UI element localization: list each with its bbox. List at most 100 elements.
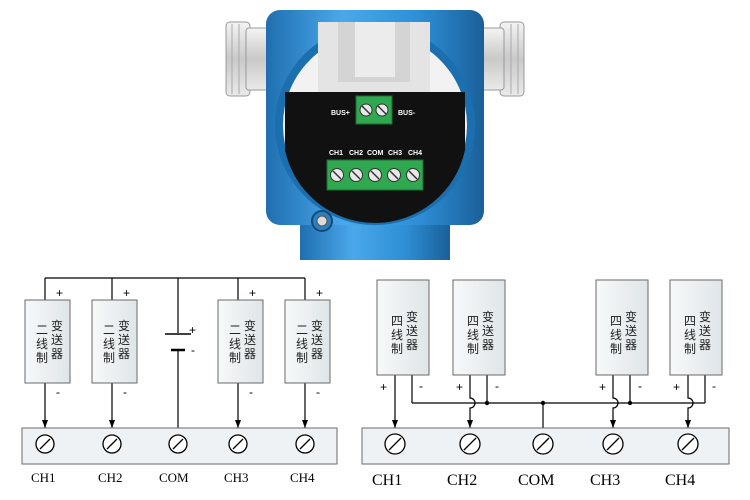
left-ch3-label: CH3 xyxy=(224,470,249,485)
svg-text:送: 送 xyxy=(625,323,637,338)
device-ch3-label: CH3 xyxy=(388,150,402,157)
svg-text:二: 二 xyxy=(103,323,115,337)
left-ch4-label: CH4 xyxy=(290,470,315,485)
svg-text:送: 送 xyxy=(51,332,63,347)
svg-text:器: 器 xyxy=(699,338,711,352)
svg-text:二: 二 xyxy=(36,323,48,337)
svg-text:器: 器 xyxy=(118,347,130,361)
svg-text:-: - xyxy=(712,379,716,393)
right-ch2-label: CH2 xyxy=(447,472,477,489)
svg-text:制: 制 xyxy=(229,351,241,365)
right-polarity-signs: + - + - + - + - xyxy=(380,379,716,394)
right-wire-arrows xyxy=(392,420,691,428)
svg-text:变: 变 xyxy=(311,318,323,333)
left-box-labels: 二 线 制 变 送 器 二 线 制 变 送 器 二 线 制 变 送 器 二 线 … xyxy=(36,318,323,365)
svg-text:制: 制 xyxy=(296,351,308,365)
two-wire-transmitter-2 xyxy=(91,299,138,384)
svg-text:器: 器 xyxy=(244,347,256,361)
battery-minus-sign: - xyxy=(191,343,195,357)
four-wire-transmitter-3 xyxy=(595,279,649,376)
left-terminal-labels: CH1 CH2 COM CH3 CH4 xyxy=(31,470,315,485)
device-com-label: COM xyxy=(367,150,384,157)
four-wire-transmitter-4 xyxy=(669,279,723,376)
svg-text:送: 送 xyxy=(699,323,711,338)
svg-text:变: 变 xyxy=(625,309,637,324)
svg-text:二: 二 xyxy=(229,323,241,337)
four-wire-transmitter-1 xyxy=(376,279,430,376)
svg-text:器: 器 xyxy=(625,338,637,352)
left-terminal-screws xyxy=(35,434,315,454)
svg-text:变: 变 xyxy=(51,318,63,333)
svg-text:+: + xyxy=(249,286,256,300)
svg-text:变: 变 xyxy=(118,318,130,333)
svg-text:送: 送 xyxy=(244,332,256,347)
svg-text:线: 线 xyxy=(36,337,48,351)
right-transmitter-boxes xyxy=(376,279,723,376)
svg-text:送: 送 xyxy=(311,332,323,347)
svg-text:器: 器 xyxy=(51,347,63,361)
svg-text:-: - xyxy=(249,385,253,399)
left-ch1-label: CH1 xyxy=(31,470,56,485)
svg-text:制: 制 xyxy=(467,342,479,356)
svg-text:+: + xyxy=(380,380,387,394)
left-com-label: COM xyxy=(159,470,189,485)
bus-plus-label: BUS+ xyxy=(331,110,350,117)
svg-text:+: + xyxy=(673,380,680,394)
four-wire-transmitter-2 xyxy=(452,279,506,376)
svg-text:线: 线 xyxy=(684,328,696,342)
svg-text:送: 送 xyxy=(482,323,494,338)
right-cable-gland xyxy=(477,21,525,97)
svg-text:线: 线 xyxy=(296,337,308,351)
two-wire-transmitter-3 xyxy=(217,299,264,384)
right-ch3-label: CH3 xyxy=(590,472,620,489)
svg-text:制: 制 xyxy=(610,342,622,356)
four-wire-diagram xyxy=(394,375,706,430)
svg-text:制: 制 xyxy=(103,351,115,365)
svg-text:-: - xyxy=(419,379,423,393)
transmitter-housing-illustration: BUS+ BUS- CH1 CH2 COM CH3 CH4 xyxy=(225,10,525,260)
left-transmitter-boxes xyxy=(24,299,331,384)
svg-text:四: 四 xyxy=(610,314,622,328)
svg-text:变: 变 xyxy=(482,309,494,324)
two-wire-transmitter-4 xyxy=(284,299,331,384)
svg-text:+: + xyxy=(456,380,463,394)
svg-text:变: 变 xyxy=(406,309,418,324)
svg-text:器: 器 xyxy=(406,338,418,352)
device-ch2-label: CH2 xyxy=(349,150,363,157)
svg-text:器: 器 xyxy=(311,347,323,361)
svg-text:四: 四 xyxy=(684,314,696,328)
svg-text:+: + xyxy=(599,380,606,394)
right-terminal-labels: CH1 CH2 COM CH3 CH4 xyxy=(372,472,695,489)
left-ch2-label: CH2 xyxy=(98,470,123,485)
svg-text:二: 二 xyxy=(296,323,308,337)
left-cable-gland xyxy=(225,21,273,97)
svg-text:制: 制 xyxy=(36,351,48,365)
svg-text:变: 变 xyxy=(244,318,256,333)
two-wire-transmitter-1 xyxy=(24,299,71,384)
svg-text:线: 线 xyxy=(103,337,115,351)
svg-text:-: - xyxy=(495,379,499,393)
device-channel-screws xyxy=(330,168,420,182)
svg-text:送: 送 xyxy=(406,323,418,338)
svg-text:四: 四 xyxy=(467,314,479,328)
svg-text:-: - xyxy=(56,385,60,399)
svg-text:变: 变 xyxy=(699,309,711,324)
two-wire-diagram xyxy=(44,277,306,430)
svg-text:线: 线 xyxy=(467,328,479,342)
right-ch4-label: CH4 xyxy=(665,472,695,489)
svg-text:+: + xyxy=(316,286,323,300)
left-wire-arrows xyxy=(42,420,308,428)
device-ch1-label: CH1 xyxy=(329,150,343,157)
svg-text:-: - xyxy=(123,385,127,399)
svg-text:制: 制 xyxy=(391,342,403,356)
svg-text:线: 线 xyxy=(610,328,622,342)
svg-text:器: 器 xyxy=(482,338,494,352)
svg-text:四: 四 xyxy=(391,314,403,328)
right-ch1-label: CH1 xyxy=(372,472,402,489)
right-junction-dots xyxy=(484,400,633,406)
svg-text:制: 制 xyxy=(684,342,696,356)
svg-text:-: - xyxy=(638,379,642,393)
svg-text:送: 送 xyxy=(118,332,130,347)
dc-power-supply-symbol: + - xyxy=(165,323,196,357)
